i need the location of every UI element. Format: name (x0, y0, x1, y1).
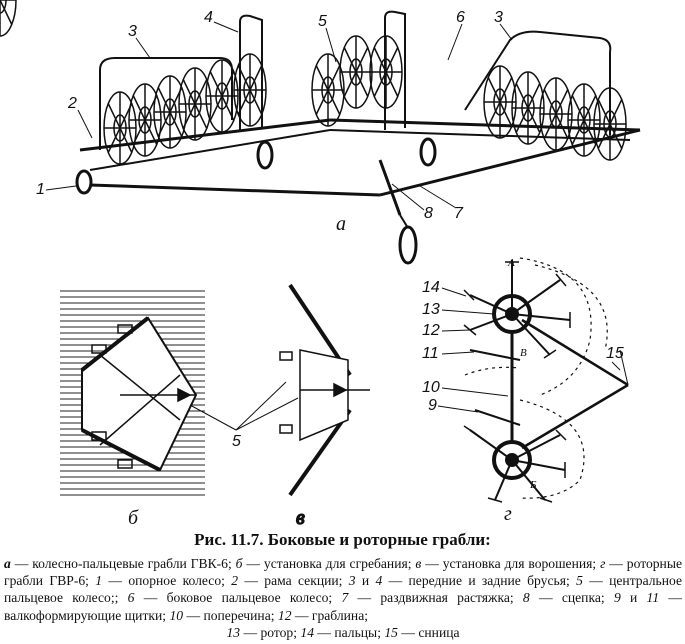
label-zone-b: Б (529, 479, 537, 491)
label-15: 15 (606, 345, 624, 362)
label-5: 5 (318, 13, 327, 30)
label-zone-v: В (520, 347, 527, 359)
label-13: 13 (422, 301, 440, 318)
label-8: 8 (424, 205, 433, 222)
drawing-a-wheel-rake (75, 10, 641, 265)
finger-wheels (0, 0, 627, 165)
label-2: 2 (67, 95, 77, 112)
figure-caption: Рис. 11.7. Боковые и роторные грабли: (194, 530, 491, 549)
subfigure-label-g: г (504, 503, 512, 525)
label-6: 6 (456, 9, 465, 26)
drawing-a-labels: 1 2 3 4 5 6 3 8 7 а (36, 9, 513, 235)
label-5-bv: 5 (232, 433, 241, 450)
subfigure-label-a: а (336, 213, 346, 235)
label-5-leaders (189, 381, 299, 431)
drawing-g-labels: 14 13 12 11 10 9 15 А В Б г (422, 257, 624, 525)
label-3-right: 3 (494, 9, 503, 26)
label-9: 9 (428, 397, 437, 414)
drawing-g-rotor-rake (463, 257, 629, 503)
label-14: 14 (422, 279, 440, 296)
drawing-v-tedding-setup: в (279, 283, 370, 530)
label-4: 4 (204, 9, 213, 26)
label-11: 11 (422, 345, 439, 362)
label-1: 1 (36, 181, 45, 198)
label-zone-a: А (507, 257, 515, 269)
label-12: 12 (422, 322, 440, 339)
drawing-b-raking-setup: б (60, 290, 205, 529)
label-7: 7 (454, 205, 464, 222)
figure-legend: а — колесно-пальцевые грабли ГВК-6; б — … (4, 556, 683, 640)
label-3-left: 3 (128, 23, 137, 40)
subfigure-label-b: б (128, 507, 139, 529)
technical-illustration: 1 2 3 4 5 6 3 8 7 а (0, 0, 641, 530)
subfigure-label-v: в (296, 507, 305, 529)
label-10: 10 (422, 379, 440, 396)
